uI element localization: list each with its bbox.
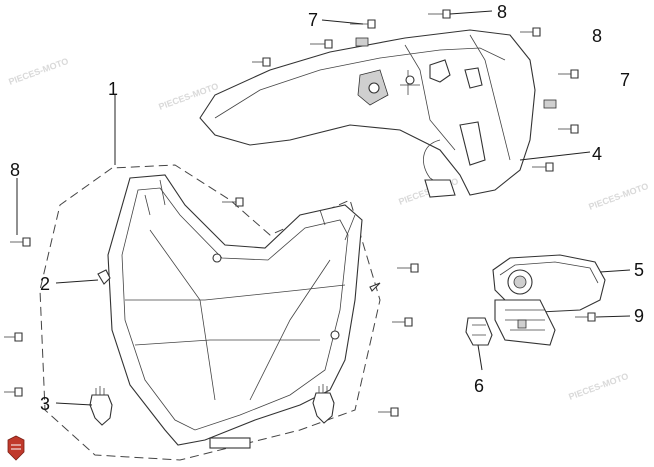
screw <box>4 387 23 397</box>
callout-8: 8 <box>592 26 602 46</box>
headlight-assembly <box>107 174 363 449</box>
screw <box>222 197 244 207</box>
screw <box>310 39 333 49</box>
screw <box>558 124 579 134</box>
small-clip <box>355 37 369 47</box>
clip-fastener <box>465 317 493 346</box>
screw <box>397 263 419 273</box>
bulb-right <box>312 384 335 424</box>
headlight-rear-housing <box>199 29 536 198</box>
screw <box>428 9 451 19</box>
screw <box>378 407 399 417</box>
callout-9: 9 <box>634 306 644 326</box>
screw <box>392 317 413 327</box>
callout-labels: 7 8 8 7 1 8 4 2 5 9 6 3 <box>10 2 644 414</box>
leader-lines <box>16 10 631 406</box>
bulb-left <box>89 386 113 426</box>
small-clip <box>543 99 557 109</box>
callout-6: 6 <box>474 376 484 396</box>
screw-group <box>4 9 596 417</box>
screw <box>520 27 541 37</box>
screw <box>10 237 31 247</box>
callout-8: 8 <box>10 160 20 180</box>
screw <box>252 57 271 67</box>
watermark-text: PIECES-MOTO <box>587 181 649 212</box>
screw <box>558 69 579 79</box>
callout-7: 7 <box>620 70 630 90</box>
position-light-unit <box>492 254 606 346</box>
screw <box>4 332 23 342</box>
screw <box>575 312 596 322</box>
callout-2: 2 <box>40 274 50 294</box>
callout-3: 3 <box>40 394 50 414</box>
callout-7: 7 <box>308 10 318 30</box>
callout-8: 8 <box>497 2 507 22</box>
screw <box>369 282 381 292</box>
watermark-text: PIECES-MOTO <box>7 56 69 87</box>
watermark-text: PIECES-MOTO <box>567 371 629 402</box>
callout-4: 4 <box>592 144 602 164</box>
callout-5: 5 <box>634 260 644 280</box>
small-bulb <box>97 269 111 285</box>
brand-logo-icon <box>7 435 25 461</box>
callout-1: 1 <box>108 79 118 99</box>
screw <box>532 162 554 172</box>
